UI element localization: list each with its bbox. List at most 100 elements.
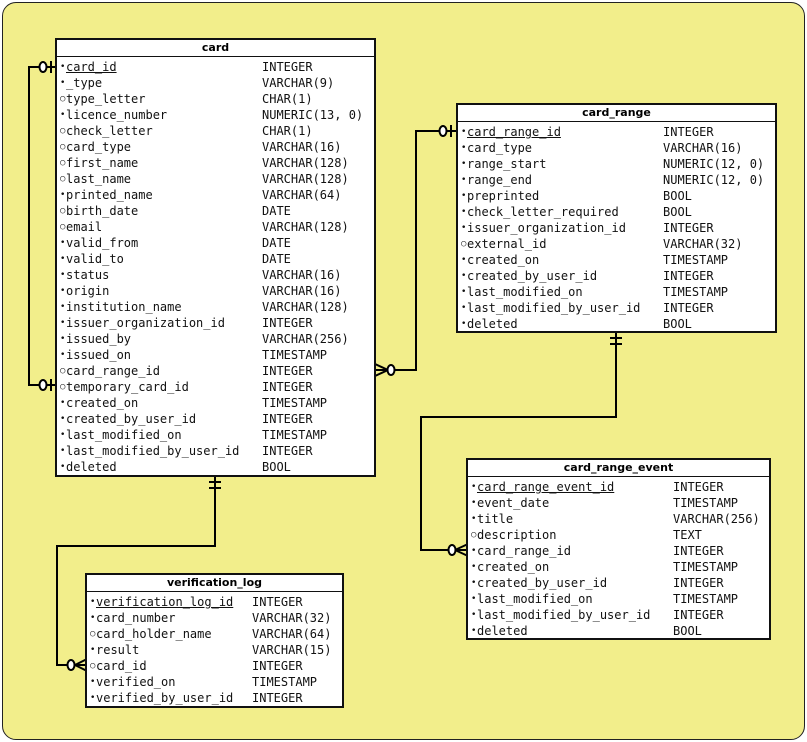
nullable-icon: ○ xyxy=(60,142,66,152)
required-icon: • xyxy=(60,110,66,120)
required-icon: • xyxy=(471,610,477,620)
column-name: verified_by_user_id xyxy=(96,691,234,705)
column-name: last_modified_by_user_id xyxy=(477,608,651,622)
column-name: last_modified_by_user_id xyxy=(467,301,641,315)
nullable-icon: ○ xyxy=(60,366,66,376)
column-name: verified_on xyxy=(96,675,176,689)
required-icon: • xyxy=(461,175,467,185)
required-icon: • xyxy=(461,287,467,297)
nullable-icon: ○ xyxy=(60,222,66,232)
column-type: VARCHAR(16) xyxy=(663,141,743,155)
required-icon: • xyxy=(60,398,66,408)
column-name: verification_log_id xyxy=(96,595,234,609)
column-type: TIMESTAMP xyxy=(663,285,729,299)
required-icon: • xyxy=(60,318,66,328)
column-type: TIMESTAMP xyxy=(673,592,739,606)
entity-title: card xyxy=(57,40,374,57)
column-name: card_holder_name xyxy=(96,627,212,641)
column-type: INTEGER xyxy=(262,364,313,378)
column-name: first_name xyxy=(66,156,139,170)
required-icon: • xyxy=(461,223,467,233)
column-name: last_modified_by_user_id xyxy=(66,444,240,458)
column-type: INTEGER xyxy=(663,221,714,235)
column-type: CHAR(1) xyxy=(262,92,313,106)
column-type: INTEGER xyxy=(252,691,303,705)
required-icon: • xyxy=(60,254,66,264)
required-icon: • xyxy=(90,677,96,687)
column-type: VARCHAR(64) xyxy=(252,627,332,641)
column-type: BOOL xyxy=(673,624,702,638)
column-name: card_type xyxy=(66,140,132,154)
column-type: VARCHAR(256) xyxy=(262,332,349,346)
column-type: BOOL xyxy=(663,317,692,331)
column-name: last_modified_on xyxy=(66,428,182,442)
column-type: INTEGER xyxy=(673,480,724,494)
column-name: description xyxy=(477,528,557,542)
column-type: INTEGER xyxy=(262,60,313,74)
column-name: issued_on xyxy=(66,348,132,362)
